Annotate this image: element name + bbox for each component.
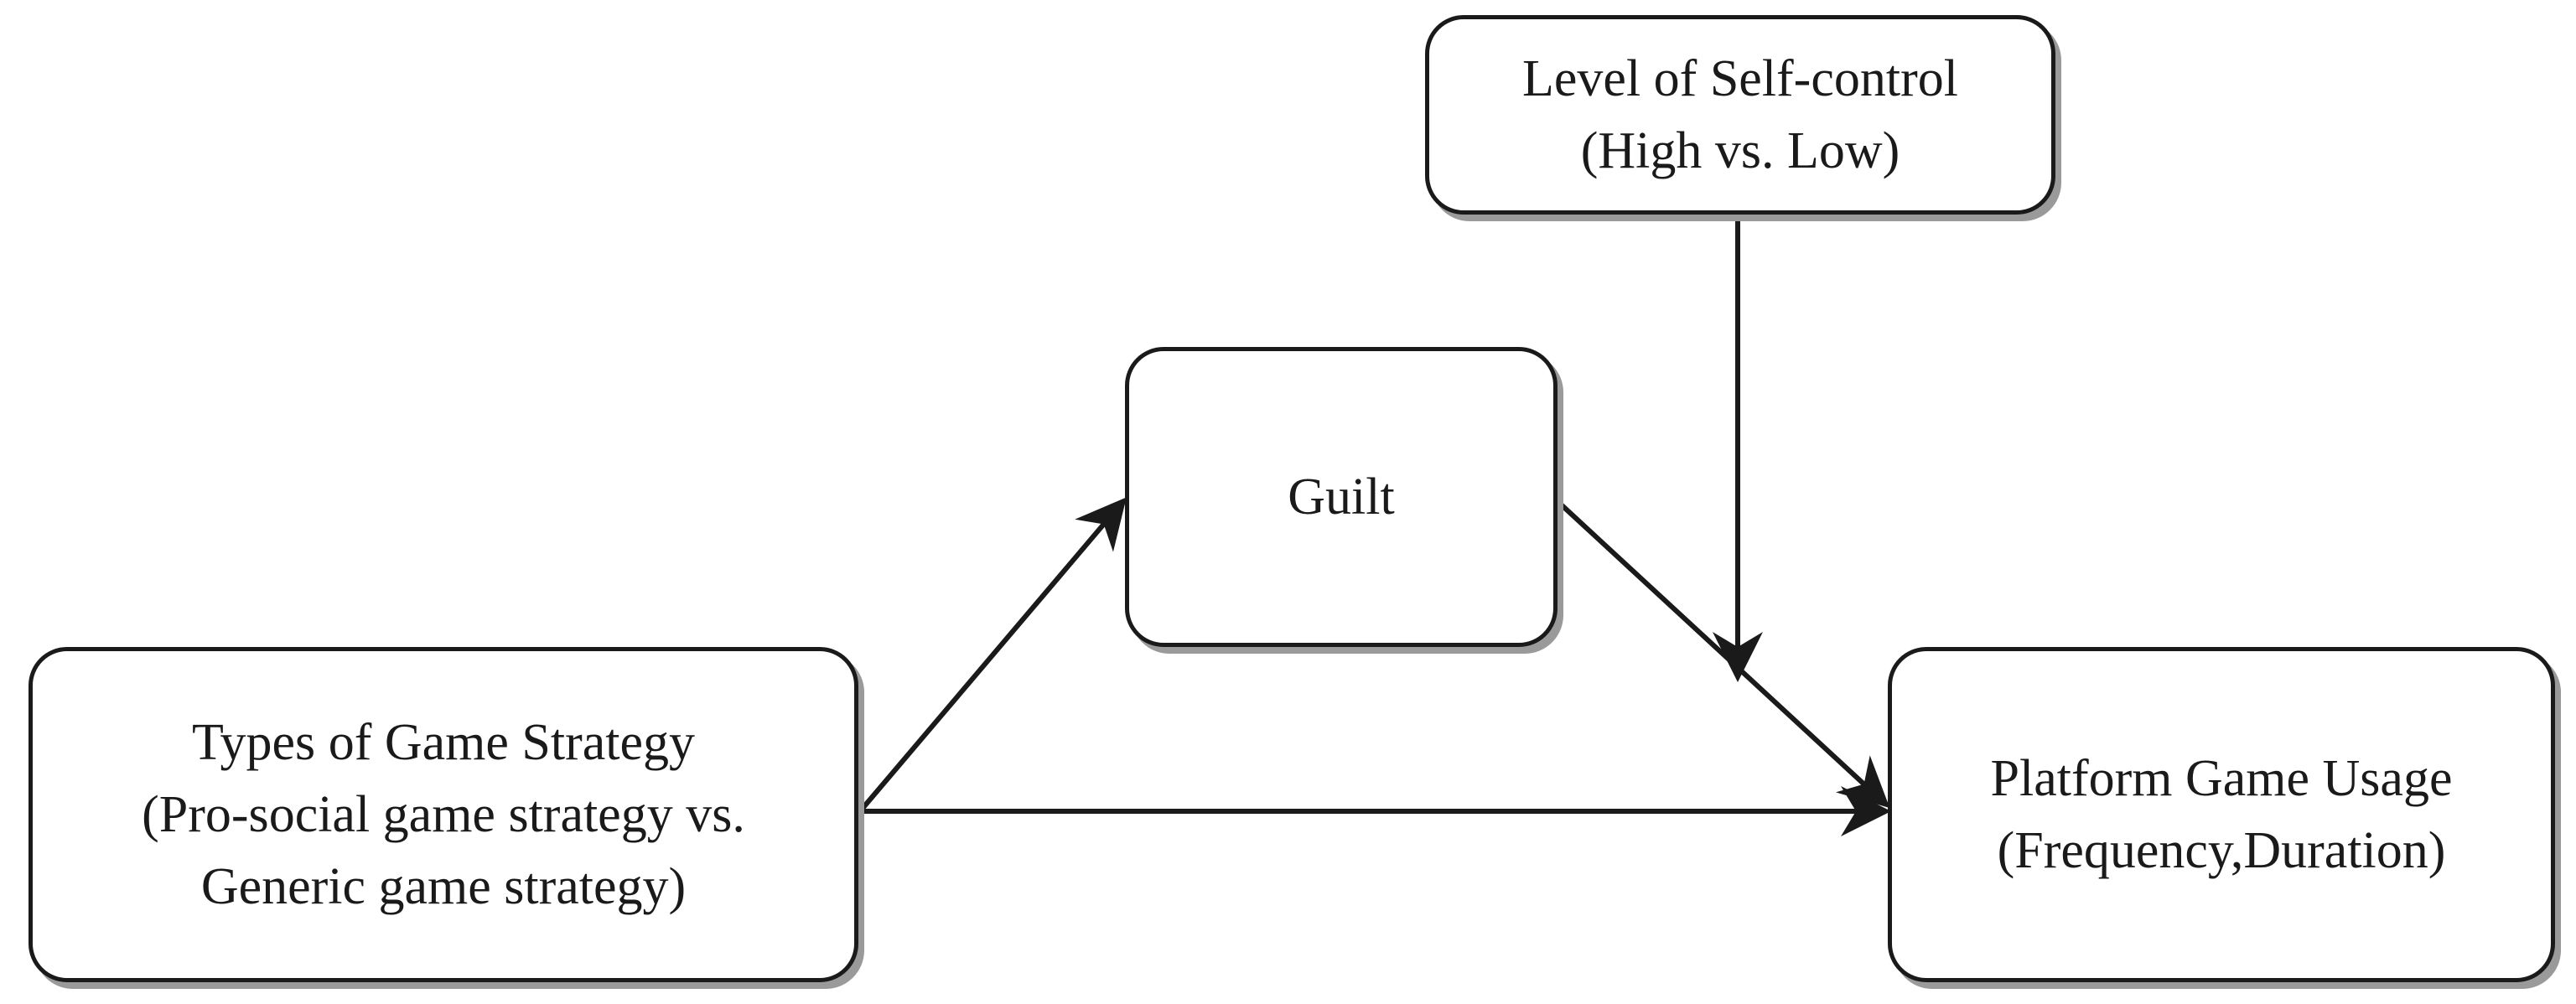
game-strategy-sublabel-2: Generic game strategy) — [200, 858, 687, 915]
platform-game-usage-sublabel: (Frequency,Duration) — [1997, 822, 2446, 879]
platform-game-usage-label: Platform Game Usage — [1990, 750, 2453, 807]
self-control-label: Level of Self-control — [1522, 50, 1958, 107]
arrow-guilt-to-usage — [1557, 500, 1890, 809]
game-strategy-sublabel-1: (Pro-social game strategy vs. — [142, 786, 745, 843]
guilt-label: Guilt — [1288, 468, 1395, 525]
self-control-sublabel: (High vs. Low) — [1580, 122, 1900, 179]
game-strategy-label: Types of Game Strategy — [192, 714, 695, 771]
self-control-node: Level of Self-control (High vs. Low) — [1425, 15, 2055, 215]
guilt-node: Guilt — [1125, 347, 1558, 647]
game-strategy-node: Types of Game Strategy (Pro-social game … — [29, 647, 858, 982]
platform-game-usage-node: Platform Game Usage (Frequency,Duration) — [1888, 647, 2555, 982]
arrow-strategy-to-guilt — [858, 497, 1127, 813]
